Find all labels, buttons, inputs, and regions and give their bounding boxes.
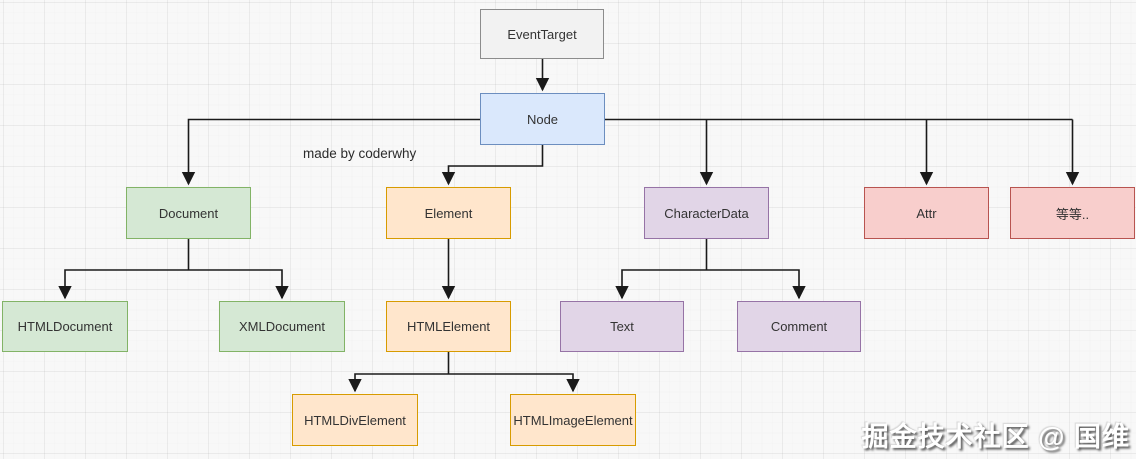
node-box-attr: Attr [864,187,989,239]
node-label: Element [424,205,473,221]
author-annotation: made by coderwhy [303,146,417,161]
node-box-text: Text [560,301,684,352]
node-label: HTMLDivElement [304,412,406,428]
node-label: Text [610,319,634,334]
node-box-htmldocument: HTMLDocument [2,301,128,352]
node-box-xmldocument: XMLDocument [219,301,345,352]
node-box-eventtarget: EventTarget [480,9,604,59]
node-label: EventTarget [507,26,577,42]
node-box-htmldivelement: HTMLDivElement [292,394,418,446]
node-box-node: Node [480,93,605,145]
node-box-comment: Comment [737,301,861,352]
node-box-etc: 等等.. [1010,187,1135,239]
node-box-htmlimageelement: HTMLImageElement [510,394,636,446]
node-label: 等等.. [1055,206,1090,222]
node-label: Document [158,205,219,221]
node-box-document: Document [126,187,251,239]
node-label: Comment [770,319,828,334]
node-box-characterdata: CharacterData [644,187,769,239]
node-label: XMLDocument [239,319,325,334]
node-label: HTMLImageElement [513,412,633,428]
node-label: HTMLElement [406,319,491,334]
node-label: Attr [916,205,937,221]
node-label: Node [526,111,559,127]
node-label: CharacterData [664,205,749,221]
node-label: HTMLDocument [17,319,113,334]
node-box-htmlelement: HTMLElement [386,301,511,352]
node-box-element: Element [386,187,511,239]
community-watermark: 掘金技术社区 @ 国维 [861,422,1130,452]
